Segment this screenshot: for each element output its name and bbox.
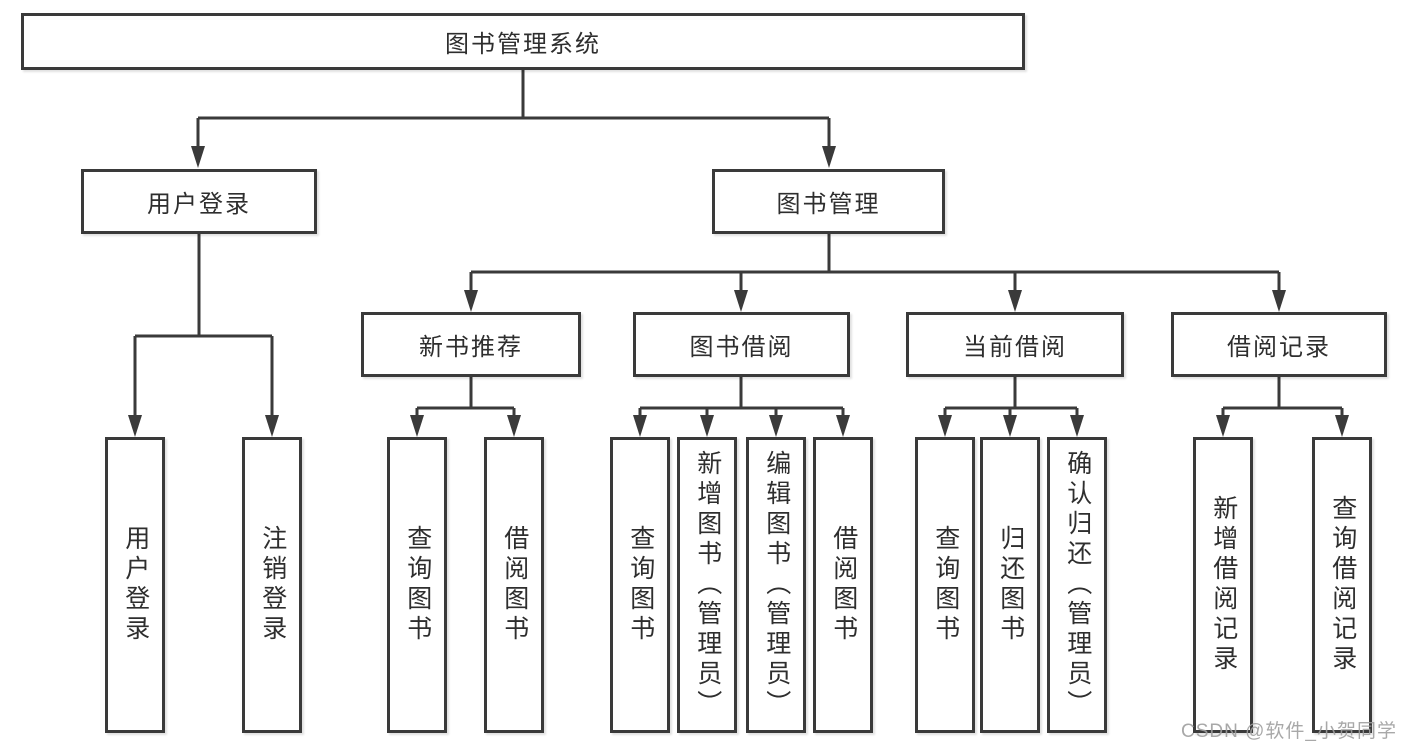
leaf-current-query-books: 查询图书 <box>915 437 975 733</box>
arrowhead <box>836 415 850 437</box>
node-current-borrow: 当前借阅 <box>906 312 1124 377</box>
arrowhead <box>1008 290 1022 312</box>
node-new-book-recommend: 新书推荐 <box>361 312 581 377</box>
leaf-records-add-record: 新增借阅记录 <box>1193 437 1253 733</box>
arrowhead <box>700 415 714 437</box>
leaf-current-confirm-return: 确认归还（管理员） <box>1047 437 1107 733</box>
leaf-newbook-query-books: 查询图书 <box>387 437 447 733</box>
arrowhead <box>1070 415 1084 437</box>
csdn-watermark: CSDN @软件_小贺同学 <box>1181 721 1397 742</box>
arrowhead <box>464 290 478 312</box>
arrowhead <box>1003 415 1017 437</box>
leaf-borrow-add-books: 新增图书（管理员） <box>677 437 737 733</box>
arrowhead <box>633 415 647 437</box>
arrowhead <box>410 415 424 437</box>
leaf-newbook-borrow-books: 借阅图书 <box>484 437 544 733</box>
arrowhead <box>769 415 783 437</box>
leaf-logout: 注销登录 <box>242 437 302 733</box>
node-borrow-records: 借阅记录 <box>1171 312 1387 377</box>
leaf-current-return-books: 归还图书 <box>980 437 1040 733</box>
arrowhead <box>1272 290 1286 312</box>
arrowhead <box>128 415 142 437</box>
node-root: 图书管理系统 <box>21 13 1025 70</box>
leaf-borrow-query-books: 查询图书 <box>610 437 670 733</box>
leaf-borrow-borrow-books: 借阅图书 <box>813 437 873 733</box>
leaf-borrow-edit-books: 编辑图书（管理员） <box>746 437 806 733</box>
leaf-records-query-record: 查询借阅记录 <box>1312 437 1372 733</box>
arrowhead <box>734 290 748 312</box>
arrowhead <box>822 146 836 168</box>
node-user-login: 用户登录 <box>81 169 317 234</box>
arrowhead <box>265 415 279 437</box>
arrowhead <box>507 415 521 437</box>
node-book-borrow: 图书借阅 <box>633 312 850 377</box>
arrowhead <box>1335 415 1349 437</box>
arrowhead <box>938 415 952 437</box>
node-book-management: 图书管理 <box>712 169 945 234</box>
arrowhead <box>191 146 205 168</box>
arrowhead <box>1216 415 1230 437</box>
leaf-user-login: 用户登录 <box>105 437 165 733</box>
